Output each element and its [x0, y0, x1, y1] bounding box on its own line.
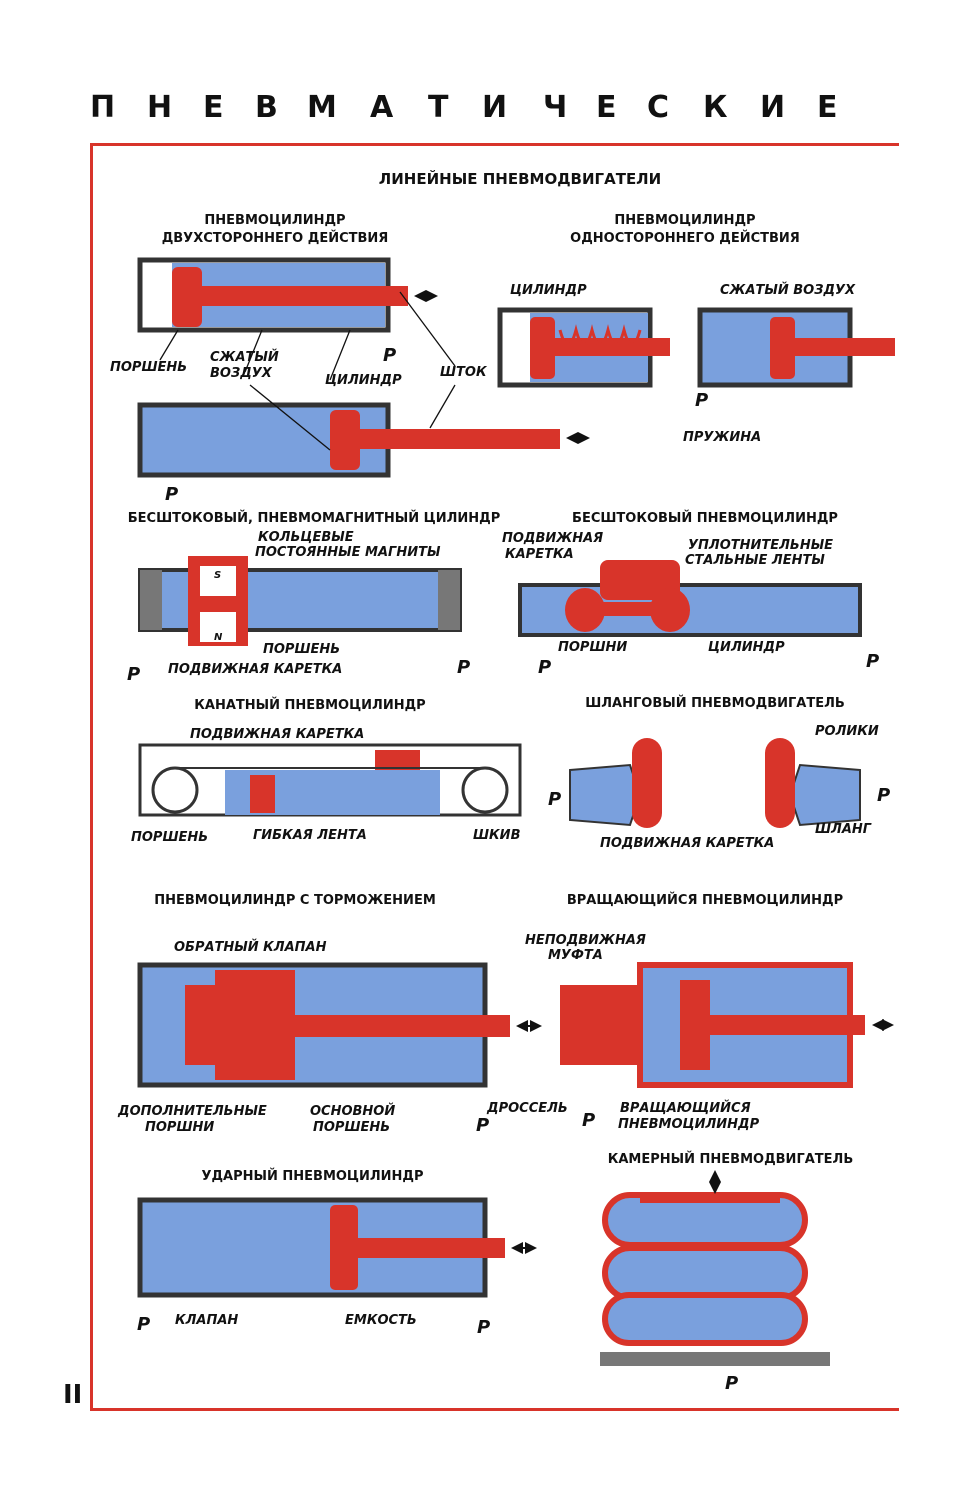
label-air-2: ВОЗДУХ — [210, 366, 272, 381]
label-main-2: ПОРШЕНЬ — [313, 1120, 391, 1135]
header-letter: В — [255, 90, 278, 125]
label-p: P — [137, 1314, 151, 1335]
header-letter: Е — [203, 90, 224, 125]
label-check-valve: ОБРАТНЫЙ КЛАПАН — [174, 940, 327, 955]
cable-cylinder — [138, 743, 522, 817]
section-title: ЛИНЕЙНЫЕ ПНЕВМОДВИГАТЕЛИ — [378, 170, 662, 188]
label-pulley: ШКИВ — [473, 828, 521, 843]
hose-motor — [569, 738, 861, 828]
magnetic-rodless-cylinder — [138, 556, 462, 646]
double-acting-cylinder-1 — [137, 257, 438, 333]
label-p: P — [695, 390, 709, 411]
header-letter: М — [307, 90, 337, 125]
braking-title: ПНЕВМОЦИЛИНДР С ТОРМОЖЕНИЕМ — [154, 893, 436, 908]
label-p: P — [476, 1115, 490, 1136]
label-carriage-1: ПОДВИЖНАЯ — [502, 531, 604, 546]
rotating-cylinder — [560, 962, 894, 1088]
rodless-cylinder — [518, 560, 862, 637]
chamber-title: КАМЕРНЫЙ ПНЕВМОДВИГАТЕЛЬ — [607, 1152, 854, 1167]
label-main-1: ОСНОВНОЙ — [310, 1104, 396, 1119]
label-p: P — [877, 785, 891, 806]
label-cylinder: ЦИЛИНДР — [325, 373, 402, 388]
rodless-title: БЕСШТОКОВЫЙ ПНЕВМОЦИЛИНДР — [572, 511, 838, 526]
label-carriage: ПОДВИЖНАЯ КАРЕТКА — [168, 662, 343, 677]
label-p: P — [538, 657, 552, 678]
impact-cylinder — [137, 1197, 537, 1298]
header-letter: П — [90, 90, 116, 125]
label-carriage: ПОДВИЖНАЯ КАРЕТКА — [600, 836, 775, 851]
single-acting-cylinder-1 — [497, 307, 670, 388]
chamber-motor — [600, 1170, 830, 1366]
magnet-n: N — [214, 632, 223, 643]
label-band: ГИБКАЯ ЛЕНТА — [253, 828, 367, 843]
header-letter: Ч — [543, 90, 568, 125]
label-spring: ПРУЖИНА — [683, 430, 762, 445]
label-coupling-2: МУФТА — [548, 948, 603, 963]
magnet-s: S — [214, 570, 222, 581]
label-p: P — [165, 484, 179, 505]
label-rollers: РОЛИКИ — [815, 724, 879, 739]
header-letter: И — [760, 90, 786, 125]
label-aux-2: ПОРШНИ — [145, 1120, 215, 1135]
impact-title: УДАРНЫЙ ПНЕВМОЦИЛИНДР — [201, 1169, 424, 1184]
label-bands-2: СТАЛЬНЫЕ ЛЕНТЫ — [685, 553, 825, 568]
label-cyl-2: ПНЕВМОЦИЛИНДР — [618, 1117, 760, 1132]
cable-title: КАНАТНЫЙ ПНЕВМОЦИЛИНДР — [194, 698, 426, 713]
label-air: СЖАТЫЙ ВОЗДУХ — [720, 283, 856, 298]
single-acting-title-2: ОДНОСТОРОННЕГО ДЕЙСТВИЯ — [570, 231, 800, 246]
label-carriage: ПОДВИЖНАЯ КАРЕТКА — [190, 727, 365, 742]
label-valve: КЛАПАН — [175, 1313, 239, 1328]
leader-lines — [159, 291, 456, 451]
label-rod: ШТОК — [440, 365, 487, 380]
label-magnets-2: ПОСТОЯННЫЕ МАГНИТЫ — [255, 545, 441, 560]
label-piston: ПОРШЕНЬ — [131, 830, 209, 845]
label-throttle: ДРОССЕЛЬ — [487, 1101, 568, 1116]
label-magnets-1: КОЛЬЦЕВЫЕ — [258, 530, 354, 545]
label-cyl-1: ВРАЩАЮЩИЙСЯ — [620, 1101, 751, 1116]
label-piston: ПОРШЕНЬ — [263, 642, 341, 657]
page-frame — [90, 143, 899, 1411]
label-p: P — [866, 651, 880, 672]
single-acting-title-1: ПНЕВМОЦИЛИНДР — [614, 213, 756, 228]
page-header: П Н Е В М А Т И Ч Е С К И Е — [0, 80, 960, 140]
label-air-1: СЖАТЫЙ — [210, 350, 279, 365]
label-pistons: ПОРШНИ — [558, 640, 628, 655]
label-cylinder: ЦИЛИНДР — [708, 640, 785, 655]
label-piston: ПОРШЕНЬ — [110, 360, 188, 375]
label-p: P — [477, 1317, 491, 1338]
label-aux-1: ДОПОЛНИТЕЛЬНЫЕ — [118, 1104, 267, 1119]
rotating-title: ВРАЩАЮЩИЙСЯ ПНЕВМОЦИЛИНДР — [566, 893, 844, 908]
double-acting-title-1: ПНЕВМОЦИЛИНДР — [204, 213, 346, 228]
magnetic-title: БЕСШТОКОВЫЙ, ПНЕВМОМАГНИТНЫЙ ЦИЛИНДР — [127, 511, 501, 526]
label-p: P — [725, 1373, 739, 1394]
label-p: P — [457, 657, 471, 678]
label-reservoir: ЕМКОСТЬ — [345, 1313, 417, 1328]
label-hose: ШЛАНГ — [815, 822, 872, 837]
header-letter: К — [703, 90, 728, 125]
double-acting-title-2: ДВУХСТОРОННЕГО ДЕЙСТВИЯ — [161, 231, 389, 246]
header-letter: Е — [596, 90, 617, 125]
label-p: P — [127, 664, 141, 685]
header-letter: Н — [147, 90, 173, 125]
double-acting-cylinder-2 — [137, 402, 590, 478]
header-letter: Е — [817, 90, 838, 125]
label-p: P — [383, 345, 397, 366]
page-number: II — [63, 1380, 83, 1410]
label-carriage-2: КАРЕТКА — [505, 547, 574, 562]
header-letter: Т — [428, 90, 449, 125]
single-acting-cylinder-2 — [697, 307, 895, 388]
header-letter: А — [370, 90, 394, 125]
label-cylinder: ЦИЛИНДР — [510, 283, 587, 298]
hose-title: ШЛАНГОВЫЙ ПНЕВМОДВИГАТЕЛЬ — [585, 696, 845, 711]
label-coupling-1: НЕПОДВИЖНАЯ — [525, 933, 646, 948]
braking-cylinder — [137, 962, 542, 1088]
label-p: P — [548, 789, 562, 810]
label-bands-1: УПЛОТНИТЕЛЬНЫЕ — [688, 538, 834, 553]
header-letter: С — [647, 90, 670, 125]
header-letter: И — [482, 90, 508, 125]
label-p: P — [582, 1110, 596, 1131]
